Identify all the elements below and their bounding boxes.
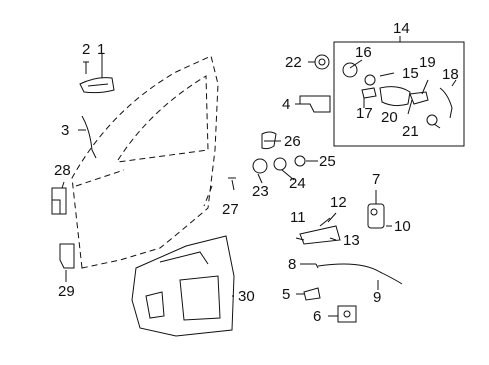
callout-12: 12 [330, 194, 347, 211]
gasket-shape [314, 54, 330, 70]
escutcheon-shape [261, 131, 277, 150]
switch-plate-shape [337, 305, 357, 323]
upper-hinge-shape [51, 187, 67, 215]
callout-18: 18 [442, 66, 459, 83]
cylinder-shape [379, 86, 411, 107]
cap-shape [294, 155, 306, 167]
callout-2: 2 [82, 41, 91, 58]
callout-5: 5 [282, 286, 291, 303]
door-inner-outline [75, 169, 213, 207]
callout-29: 29 [58, 283, 75, 300]
callout-6: 6 [313, 308, 322, 325]
callout-28: 28 [54, 162, 71, 179]
callout-23: 23 [252, 183, 269, 200]
callout-4: 4 [282, 96, 291, 113]
window-frame-outline [117, 75, 209, 163]
bracket-shape [299, 95, 331, 113]
callout-10: 10 [394, 218, 411, 235]
rod-shape [81, 115, 97, 159]
callout-17: 17 [356, 105, 373, 122]
clip-shape [303, 287, 321, 301]
callout-15: 15 [402, 65, 419, 82]
callout-3: 3 [61, 122, 70, 139]
callout-19: 19 [419, 54, 436, 71]
release-cable-shape [317, 263, 403, 285]
water-deflector-shape [131, 235, 235, 337]
callout-27: 27 [222, 201, 239, 218]
grommet-shape [273, 157, 287, 171]
callout-11: 11 [290, 209, 306, 226]
callout-16: 16 [355, 44, 372, 61]
callout-20: 20 [381, 109, 398, 126]
inside-handle-shape [299, 225, 341, 245]
callout-9: 9 [373, 289, 382, 306]
outside-handle-shape [79, 77, 115, 94]
callout-13: 13 [343, 232, 360, 249]
callout-14: 14 [393, 20, 410, 37]
callout-1: 1 [97, 41, 106, 58]
door-outline [71, 55, 219, 269]
callout-8: 8 [288, 256, 297, 273]
callout-7: 7 [372, 171, 381, 188]
screw-shape [83, 61, 89, 74]
lower-hinge-shape [59, 243, 75, 269]
latch-shape [367, 203, 385, 229]
callout-22: 22 [285, 54, 302, 71]
bezel-shape [252, 158, 268, 174]
kit-box [333, 41, 465, 147]
callout-30: 30 [238, 288, 255, 305]
callout-26: 26 [284, 133, 301, 150]
callout-24: 24 [289, 175, 306, 192]
callout-25: 25 [319, 153, 336, 170]
callout-21: 21 [402, 123, 419, 140]
